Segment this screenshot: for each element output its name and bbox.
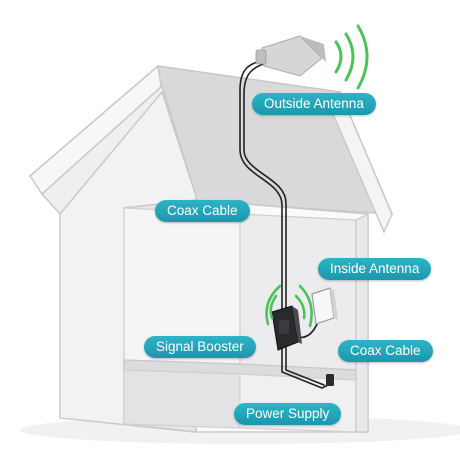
signal-waves-icon — [334, 24, 369, 90]
label-coax-cable-bottom: Coax Cable — [338, 340, 433, 362]
label-power-supply: Power Supply — [234, 403, 342, 425]
signal-booster-icon — [271, 305, 302, 351]
label-outside-antenna: Outside Antenna — [252, 93, 376, 115]
booster-signal-waves-icon — [265, 284, 313, 328]
coax-cables — [239, 59, 331, 389]
power-supply-icon — [326, 374, 334, 386]
label-inside-antenna: Inside Antenna — [318, 258, 432, 280]
label-signal-booster: Signal Booster — [144, 336, 256, 358]
outside-antenna-icon — [255, 35, 326, 77]
inside-antenna-icon — [311, 287, 338, 325]
label-coax-cable-top: Coax Cable — [155, 200, 250, 222]
